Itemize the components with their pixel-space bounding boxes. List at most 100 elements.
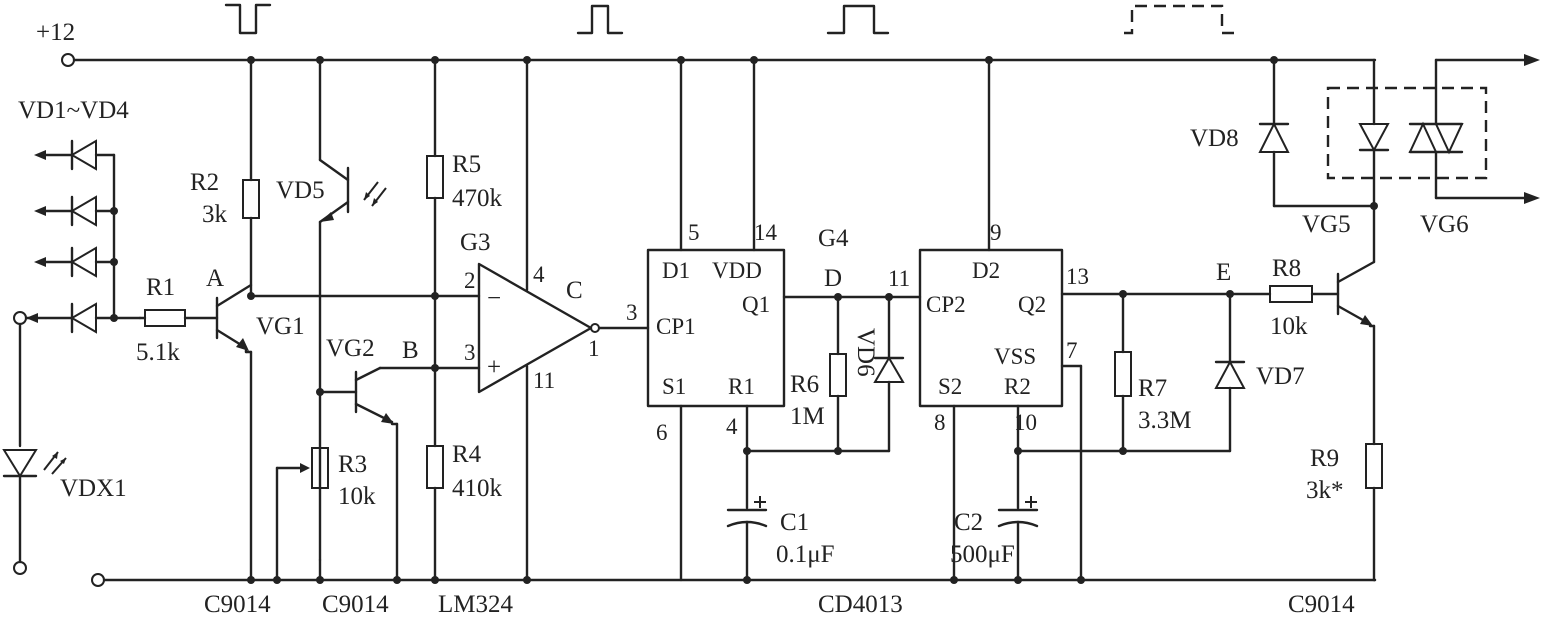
vg5-label: VG5 — [1302, 211, 1351, 238]
ic2-r2: R2 — [1004, 374, 1031, 399]
r8-label: R8 — [1272, 255, 1301, 282]
ic2-pin-10: 10 — [1014, 410, 1037, 435]
r6-resistor — [829, 295, 847, 455]
vg6-label: VG6 — [1420, 211, 1469, 238]
ic1-pin-4: 4 — [726, 414, 738, 439]
r6-label: R6 — [790, 371, 819, 398]
r2-label: R2 — [190, 169, 219, 196]
vdx1-led — [2, 311, 67, 575]
part-opamp: LM324 — [438, 591, 514, 617]
r3-value: 10k — [338, 483, 376, 510]
ic2-q2: Q2 — [1018, 292, 1046, 317]
ic2-flipflop — [918, 58, 1234, 582]
opamp-plus: + — [487, 354, 501, 381]
opamp-pin-1: 1 — [588, 336, 600, 361]
r5-value: 470k — [452, 185, 503, 212]
ic1-d1: D1 — [662, 258, 690, 283]
node-b-label: B — [402, 337, 419, 364]
r3-potentiometer — [275, 447, 329, 582]
r1-label: R1 — [146, 274, 175, 301]
vd7-diode — [1214, 292, 1246, 453]
vg2-label: VG2 — [326, 335, 375, 362]
ic2-pin-8: 8 — [934, 410, 946, 435]
ic1-vdd: VDD — [712, 258, 762, 283]
r7-label: R7 — [1138, 375, 1167, 402]
vd1-vd4-diodes — [24, 139, 142, 334]
ic1-cp1: CP1 — [656, 314, 696, 339]
vg5-transistor — [1336, 204, 1383, 582]
vd5-label: VD5 — [276, 177, 325, 204]
opamp-pin-3: 3 — [464, 340, 476, 365]
pulse-waveforms — [224, 3, 1238, 35]
r7-value: 3.3M — [1138, 407, 1191, 434]
part-ff: CD4013 — [818, 591, 903, 617]
supply-rail: +12 — [36, 19, 1377, 67]
vg1-transistor — [215, 58, 481, 582]
g3-label: G3 — [460, 229, 491, 256]
r6-value: 1M — [790, 403, 825, 430]
ic1-s1: S1 — [662, 374, 686, 399]
c1-value: 0.1μF — [776, 541, 835, 568]
r8-resistor — [1228, 285, 1340, 303]
vd6-diode — [873, 295, 905, 453]
r5-label: R5 — [452, 151, 481, 178]
part-q1: C9014 — [204, 591, 271, 617]
ic2-d2: D2 — [972, 258, 1000, 283]
ic2-pin-11: 11 — [888, 266, 910, 291]
node-d-label: D — [824, 265, 842, 292]
part-q2: C9014 — [322, 591, 389, 617]
ic1-q1: Q1 — [742, 292, 770, 317]
r1-resistor — [138, 309, 219, 327]
r1-value: 5.1k — [136, 339, 180, 366]
vg6-optocoupler — [1326, 54, 1540, 208]
r4-r5-divider — [426, 58, 481, 582]
node-a-label: A — [206, 265, 224, 292]
c2-value: 500μF — [950, 541, 1015, 568]
vdx1-label: VDX1 — [60, 475, 127, 502]
r4-value: 410k — [452, 475, 503, 502]
c1-capacitor — [726, 496, 768, 582]
vd7-label: VD7 — [1256, 363, 1305, 390]
vg1-label: VG1 — [256, 313, 305, 340]
c2-label: C2 — [954, 509, 983, 536]
vd1-vd4-label: VD1~VD4 — [18, 97, 129, 124]
opamp-pin-2: 2 — [464, 268, 476, 293]
ic2-s2: S2 — [938, 374, 962, 399]
vd8-diode — [1258, 58, 1378, 210]
ic1-pin-3: 3 — [626, 300, 638, 325]
g4-label: G4 — [818, 225, 849, 252]
r8-value: 10k — [1270, 313, 1308, 340]
ic2-cp2: CP2 — [926, 292, 966, 317]
opamp-pin-4: 4 — [533, 262, 545, 287]
r9-label: R9 — [1310, 445, 1339, 472]
c2-capacitor — [997, 496, 1039, 582]
r2-resistor — [242, 179, 260, 219]
r7-resistor — [1114, 292, 1132, 453]
g3-opamp — [477, 58, 650, 582]
ic1-r1: R1 — [728, 374, 755, 399]
r4-label: R4 — [452, 441, 482, 468]
opamp-pin-11: 11 — [533, 368, 555, 393]
ic2-pin-7: 7 — [1066, 338, 1078, 363]
r2-value: 3k — [202, 201, 228, 228]
supply-label: +12 — [36, 19, 75, 46]
ground-rail — [91, 573, 1377, 587]
ic1-pin-14: 14 — [754, 220, 778, 245]
ic1-pin-6: 6 — [656, 420, 668, 445]
c1-label: C1 — [780, 509, 809, 536]
r3-label: R3 — [338, 451, 367, 478]
r9-value: 3k* — [1306, 477, 1344, 504]
ic1-flipflop — [646, 58, 922, 582]
node-c-label: C — [566, 277, 583, 304]
ic1-pin-5: 5 — [688, 220, 700, 245]
vg2-transistor — [318, 366, 437, 582]
ic2-pin-13: 13 — [1066, 264, 1089, 289]
vd6-label: VD6 — [852, 328, 879, 377]
part-q5: C9014 — [1288, 591, 1355, 617]
opamp-minus: − — [487, 285, 501, 312]
vd8-label: VD8 — [1190, 125, 1239, 152]
ic2-vss: VSS — [994, 344, 1036, 369]
node-e-label: E — [1216, 259, 1231, 286]
ic2-pin-9: 9 — [990, 220, 1002, 245]
